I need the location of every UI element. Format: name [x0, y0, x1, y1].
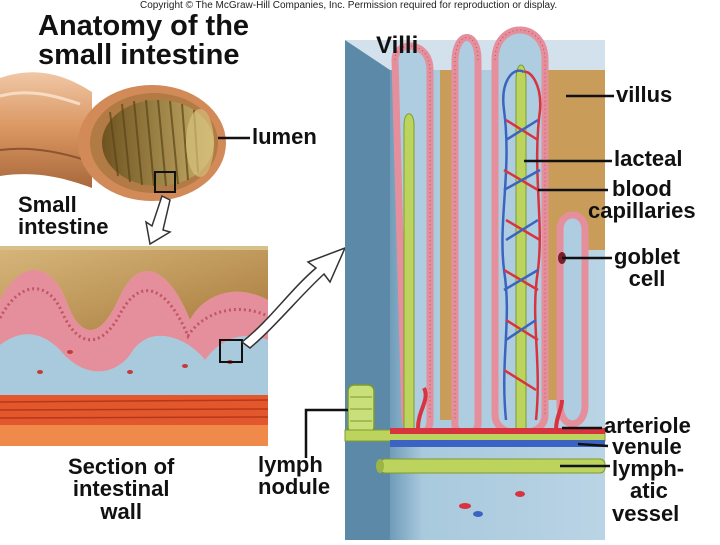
label-villus: villus: [616, 82, 673, 107]
leader-lines: [218, 94, 614, 468]
small-intestine-line-2: intestine: [18, 214, 109, 240]
section-line-3: wall: [100, 498, 142, 524]
title-line-1: Anatomy of the: [38, 10, 250, 42]
intestinal-wall-section-illustration: [0, 246, 269, 446]
villi-block-illustration: [344, 26, 606, 540]
label-lymphatic-vessel: lymph- atic vessel: [612, 456, 685, 526]
blood-capillaries-line-2: capillaries: [588, 198, 696, 224]
label-lacteal: lacteal: [614, 146, 683, 171]
label-venule: venule: [612, 434, 682, 459]
goblet-cell-line-1: goblet: [614, 244, 680, 269]
copyright-notice: Copyright © The McGraw-Hill Companies, I…: [140, 0, 558, 11]
label-blood-capillaries: blood capillaries: [588, 176, 696, 224]
label-section-of-intestinal-wall: Section of intestinal wall: [68, 454, 175, 524]
label-goblet-cell: goblet cell: [614, 244, 680, 292]
lymph-nodule-line-2: nodule: [258, 474, 331, 500]
zoom-arrow: [240, 246, 347, 349]
diagram-title: Anatomy of the small intestine: [38, 12, 249, 70]
blood-capillaries-line-1: blood: [612, 176, 672, 201]
small-intestine-line-1: Small: [18, 192, 77, 217]
lymphatic-vessel-line-2: atic: [630, 478, 668, 504]
label-villi: Villi: [376, 32, 419, 59]
title-line-2: small intestine: [38, 39, 240, 71]
label-arteriole: arteriole: [604, 413, 691, 438]
label-lymph-nodule: lymph nodule: [258, 452, 331, 500]
section-line-2: intestinal: [72, 476, 170, 502]
goblet-cell-line-2: cell: [628, 266, 666, 292]
section-line-1: Section of: [68, 454, 175, 479]
lymphatic-vessel-line-1: lymph-: [612, 456, 685, 481]
small-intestine-tube-illustration: [0, 72, 226, 246]
label-lumen: lumen: [252, 124, 317, 149]
lymph-nodule-line-1: lymph: [258, 452, 323, 477]
lymphatic-vessel-line-3: vessel: [612, 500, 680, 526]
label-small-intestine: Small intestine: [18, 192, 109, 240]
